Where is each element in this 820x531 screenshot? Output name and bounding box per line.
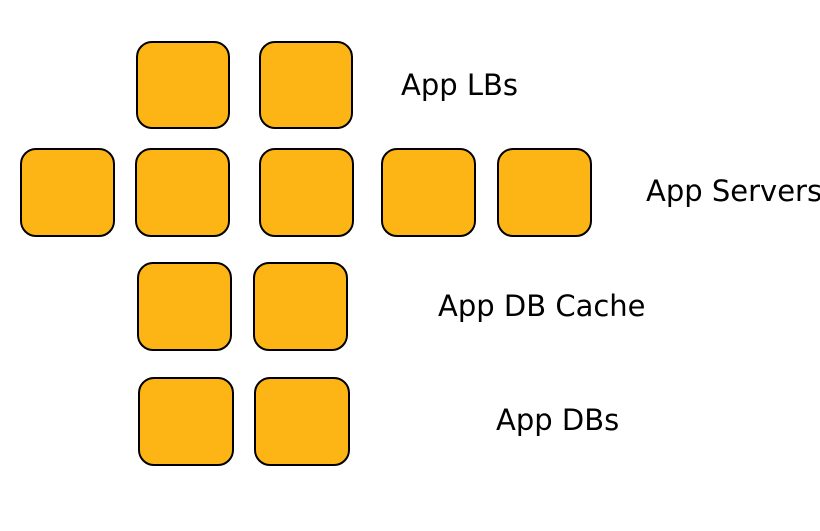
app-db-cache-box xyxy=(137,262,232,351)
app-db-box xyxy=(138,377,234,466)
app-db-cache-box xyxy=(253,262,348,351)
app-server-box xyxy=(259,148,354,237)
app-server-box xyxy=(135,148,230,237)
app-server-box xyxy=(497,148,592,237)
app-db-box xyxy=(254,377,350,466)
tier-label-app-lbs: App LBs xyxy=(401,68,519,102)
app-server-box xyxy=(381,148,476,237)
tier-label-app-servers: App Servers xyxy=(646,174,820,208)
app-lb-box xyxy=(259,41,353,129)
app-lb-box xyxy=(136,41,230,129)
app-server-box xyxy=(20,148,115,237)
tier-label-app-dbs: App DBs xyxy=(496,403,620,437)
tier-label-app-db-cache: App DB Cache xyxy=(438,289,646,323)
